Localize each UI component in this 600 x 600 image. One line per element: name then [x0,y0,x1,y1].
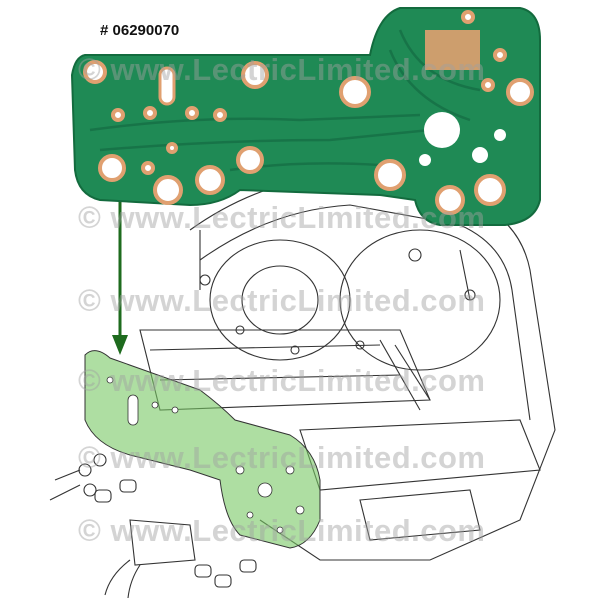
watermark: © www.LectricLimited.com [78,440,486,475]
highlighted-circuit-outline [84,350,321,549]
part-number: # 06290070 [100,22,180,39]
watermark: © www.LectricLimited.com [78,513,486,548]
watermark: © www.LectricLimited.com [78,283,486,318]
circuit-board [70,7,541,226]
watermark: © www.LectricLimited.com [78,363,486,398]
watermark: © www.LectricLimited.com [78,200,486,235]
pointer-arrow [112,195,128,355]
cluster-line-drawing [49,174,556,599]
watermark: © www.LectricLimited.com [78,52,486,87]
